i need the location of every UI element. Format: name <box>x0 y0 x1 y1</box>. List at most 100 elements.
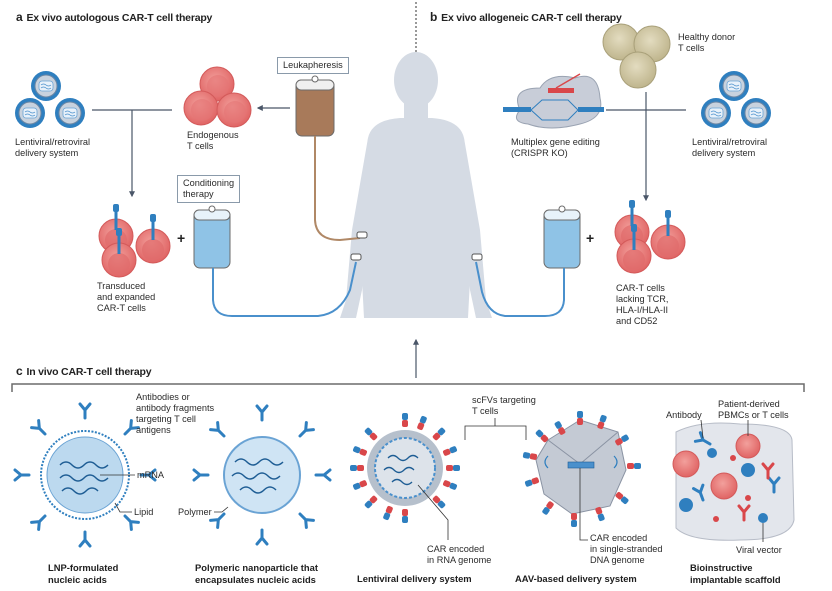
aav-capsid <box>522 411 641 527</box>
conditioning-bag <box>193 205 231 269</box>
label-line: antibody fragments <box>136 403 215 413</box>
label-line: antigens <box>136 425 171 435</box>
panel-c-title-text: In vivo CAR-T cell therapy <box>26 366 152 378</box>
label-line: PBMCs or T cells <box>718 410 789 420</box>
label-line: in single-stranded <box>590 544 663 554</box>
label-line: Healthy donor <box>678 32 736 42</box>
label-lipid: Lipid <box>134 507 154 517</box>
label-line: implantable scaffold <box>690 574 781 585</box>
label-line: LNP-formulated <box>48 562 119 573</box>
crispr-complex <box>503 73 604 129</box>
label-line: Conditioning <box>183 178 235 188</box>
panel-b-letter: b <box>430 10 438 24</box>
label-line: CAR-T cells <box>616 283 665 293</box>
saline-bag-b <box>543 205 581 269</box>
panel-a-title-text: Ex vivo autologous CAR-T cell therapy <box>26 12 213 24</box>
label-line: AAV-based delivery system <box>515 573 637 584</box>
label-antibody: Antibody <box>666 410 702 420</box>
catheter-a1 <box>356 231 368 239</box>
panel-a-artwork <box>14 66 368 317</box>
label-line: Endogenous <box>187 130 239 140</box>
label-mrna: mRNA <box>137 470 165 480</box>
lentiviral-vector-cluster-b <box>700 70 772 129</box>
label-polymer: Polymer <box>178 507 212 517</box>
polymeric-nanoparticle <box>192 404 332 546</box>
transduced-car-t-cells <box>98 203 171 278</box>
lentiviral-particle <box>350 413 460 523</box>
label-line: Lentiviral/retroviral <box>15 137 91 147</box>
label-line: Antibodies or <box>136 392 190 402</box>
label-line: (CRISPR KO) <box>511 148 568 158</box>
label-line: T cells <box>678 43 705 53</box>
leukapheresis-bag <box>295 75 335 137</box>
endogenous-t-cells <box>183 66 252 128</box>
human-body-silhouette <box>340 52 492 318</box>
label-line: Lentiviral/retroviral <box>692 137 768 147</box>
label-line: lacking TCR, <box>616 294 669 304</box>
label-line: Bioinstructive <box>690 562 753 573</box>
label-line: CAR encoded <box>590 533 648 543</box>
label-line: encapsulates nucleic acids <box>195 574 316 585</box>
label-crispr: Multiplex gene editing(CRISPR KO) <box>511 137 600 159</box>
infusion-tube-b <box>475 261 565 317</box>
panel-b-title-text: Ex vivo allogeneic CAR-T cell therapy <box>441 12 622 24</box>
label-leukapheresis: Leukapheresis <box>277 57 349 74</box>
label-line: scFVs targeting <box>472 395 536 405</box>
label-line: nucleic acids <box>48 574 107 585</box>
plus-sign-a: + <box>177 230 186 246</box>
label-line: Patient-derived <box>718 399 780 409</box>
panel-b-artwork <box>471 23 772 317</box>
label-line: and CD52 <box>616 316 658 326</box>
catheter-a2 <box>350 253 362 261</box>
label-line: Multiplex gene editing <box>511 137 600 147</box>
label-line: DNA genome <box>590 555 645 565</box>
label-line: T cells <box>472 406 499 416</box>
label-line: CAR-T cells <box>97 303 146 313</box>
lentiviral-vector-cluster-a <box>14 70 86 129</box>
label-line: targeting T cell <box>136 414 196 424</box>
label-line: HLA-I/HLA-II <box>616 305 669 315</box>
caption-lentiviral: Lentiviral delivery system <box>357 573 472 585</box>
label-line: delivery system <box>15 148 79 158</box>
label-line: delivery system <box>692 148 756 158</box>
label-line: in RNA genome <box>427 555 492 565</box>
label-line: therapy <box>183 189 214 199</box>
label-line: Polymeric nanoparticle that <box>195 562 318 573</box>
label-line: T cells <box>187 141 214 151</box>
implantable-scaffold <box>672 422 795 541</box>
plus-sign-b: + <box>586 230 595 246</box>
catheter-b <box>471 253 483 261</box>
caption-aav: AAV-based delivery system <box>515 573 637 585</box>
panel-a-letter: a <box>16 10 23 24</box>
healthy-donor-t-cells <box>602 23 671 89</box>
label-line: CAR encoded <box>427 544 485 554</box>
infusion-tube-a <box>212 261 357 317</box>
panel-c-letter: c <box>16 364 23 378</box>
label-viral-vector: Viral vector <box>736 545 782 555</box>
panel-c-bracket <box>11 383 805 392</box>
allogeneic-car-t-cells <box>614 199 686 274</box>
label-line: Lentiviral delivery system <box>357 573 472 584</box>
label-line: and expanded <box>97 292 156 302</box>
label-line: Transduced <box>97 281 146 291</box>
leukapheresis-tube <box>314 136 361 242</box>
